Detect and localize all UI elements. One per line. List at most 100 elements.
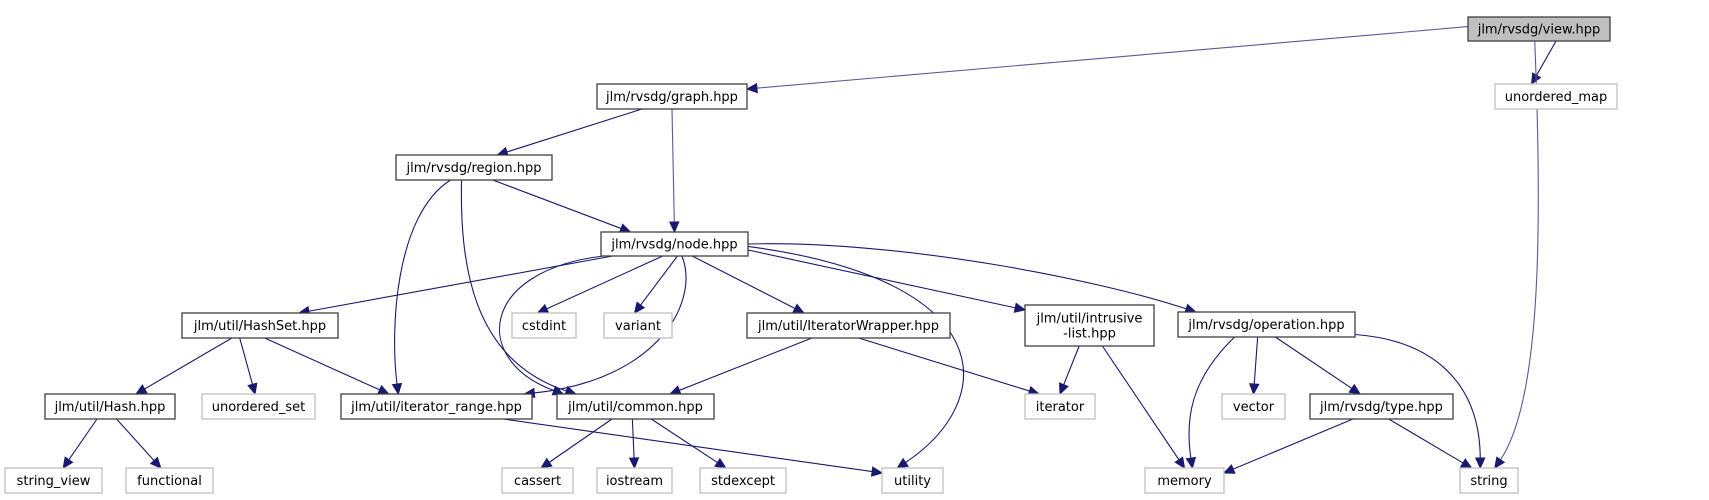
node-box (881, 467, 944, 494)
node-box (1221, 393, 1286, 420)
graph-node-type[interactable]: jlm/rvsdg/type.hpp (1309, 393, 1454, 420)
edge-line (747, 245, 964, 464)
edge-line (67, 418, 98, 461)
graph-node-operation[interactable]: jlm/rvsdg/operation.hpp (1177, 311, 1356, 338)
node-label: jlm/util/Hash.hpp (54, 400, 166, 415)
edge-iterrange-to-utility (503, 418, 884, 477)
graph-node-graph[interactable]: jlm/rvsdg/graph.hpp (596, 83, 748, 110)
node-box (511, 312, 577, 339)
node-box[interactable] (1309, 393, 1454, 420)
edge-line (1499, 40, 1539, 461)
node-box (603, 312, 673, 339)
arrowhead-icon (149, 456, 162, 469)
node-box (699, 467, 787, 494)
graph-node-hash[interactable]: jlm/util/Hash.hpp (44, 393, 176, 420)
arrowhead-icon (1494, 456, 1506, 470)
graph-node-view[interactable]: jlm/rvsdg/view.hpp (1467, 16, 1611, 42)
node-box[interactable] (1024, 304, 1155, 347)
arrowhead-icon (1174, 456, 1186, 470)
node-box (1024, 393, 1096, 420)
graph-node-intrusive[interactable]: jlm/util/intrusive-list.hpp (1024, 304, 1155, 347)
edge-line (1101, 345, 1180, 461)
edge-line (678, 337, 813, 392)
node-box[interactable] (44, 393, 176, 420)
arrowhead-icon (1058, 382, 1069, 396)
node-box[interactable] (1467, 16, 1611, 42)
node-label: jlm/util/IteratorWrapper.hpp (757, 319, 939, 334)
edge-node-to-cstdint (536, 255, 663, 314)
edge-line (548, 418, 613, 464)
edge-line (1354, 333, 1481, 460)
arrowhead-icon (745, 82, 758, 94)
edge-operation-to-vector (1249, 336, 1260, 396)
arrowhead-icon (377, 384, 390, 395)
edge-common-to-iostream (628, 418, 640, 470)
edge-hashset-to-iterrange (264, 337, 390, 395)
node-label: memory (1157, 474, 1212, 489)
node-box[interactable] (181, 312, 339, 339)
arrowhead-icon (628, 457, 640, 470)
edge-type-to-string (1388, 418, 1473, 469)
arrowhead-icon (391, 382, 403, 396)
edge-node-to-variant (633, 255, 678, 314)
arrowhead-icon (792, 303, 805, 314)
node-box[interactable] (596, 83, 748, 110)
node-box[interactable] (600, 231, 749, 257)
graph-node-node[interactable]: jlm/rvsdg/node.hpp (600, 231, 749, 257)
node-label: jlm/rvsdg/view.hpp (1477, 23, 1601, 38)
node-box (596, 467, 673, 494)
arrowhead-icon (247, 382, 258, 396)
edge-node-to-intrusive (747, 249, 1027, 313)
arrowhead-icon (668, 385, 682, 396)
edge-line (691, 255, 797, 310)
edge-view-to-graph (745, 26, 1469, 94)
node-label: cstdint (522, 319, 566, 334)
node-box[interactable] (746, 312, 951, 339)
node-box (1494, 83, 1618, 110)
node-label: -list.hpp (1063, 327, 1116, 342)
node-box[interactable] (556, 393, 715, 420)
graph-node-iterator: iterator (1024, 393, 1096, 420)
graph-node-string: string (1459, 467, 1519, 494)
edge-line (492, 179, 623, 230)
edge-intrusive-to-iterator (1058, 345, 1080, 396)
graph-node-hashset[interactable]: jlm/util/HashSet.hpp (181, 312, 339, 339)
edge-graph-to-node (669, 108, 680, 234)
node-box[interactable] (395, 154, 553, 181)
graph-node-iterrange[interactable]: jlm/util/iterator_range.hpp (340, 393, 533, 420)
graph-node-common[interactable]: jlm/util/common.hpp (556, 393, 715, 420)
edge-line (239, 337, 254, 386)
node-box[interactable] (1177, 311, 1356, 338)
edge-line (116, 418, 156, 462)
node-label: functional (137, 474, 202, 489)
graph-node-iterwrap[interactable]: jlm/util/IteratorWrapper.hpp (746, 312, 951, 339)
edge-node-to-iterwrap (691, 255, 805, 314)
edge-node-to-hashset (297, 255, 613, 317)
arrowhead-icon (633, 301, 646, 314)
node-label: utility (894, 474, 931, 489)
arrowhead-icon (1185, 456, 1197, 470)
arrowhead-icon (540, 457, 553, 469)
edge-iterwrap-to-common (668, 337, 813, 396)
edge-line (755, 26, 1469, 89)
arrowhead-icon (1474, 457, 1486, 470)
edge-line (1275, 336, 1353, 390)
arrowhead-icon (669, 221, 680, 234)
edges-layer (62, 26, 1557, 477)
edge-common-to-stdexcept (650, 418, 727, 469)
edge-type-to-memory (1222, 418, 1354, 474)
edge-hashset-to-unordered_set (239, 337, 258, 396)
edge-node-to-operation (747, 243, 1197, 314)
node-label: iterator (1036, 400, 1085, 415)
edge-hash-to-functional (116, 418, 162, 469)
node-label: jlm/util/HashSet.hpp (193, 319, 326, 334)
graph-node-vector: vector (1221, 393, 1286, 420)
node-box[interactable] (340, 393, 533, 420)
arrowhead-icon (870, 466, 884, 477)
arrowhead-icon (1013, 302, 1027, 313)
arrowhead-icon (62, 456, 74, 470)
graph-node-region[interactable]: jlm/rvsdg/region.hpp (395, 154, 553, 181)
node-label: vector (1233, 400, 1275, 415)
edge-line (499, 255, 605, 392)
